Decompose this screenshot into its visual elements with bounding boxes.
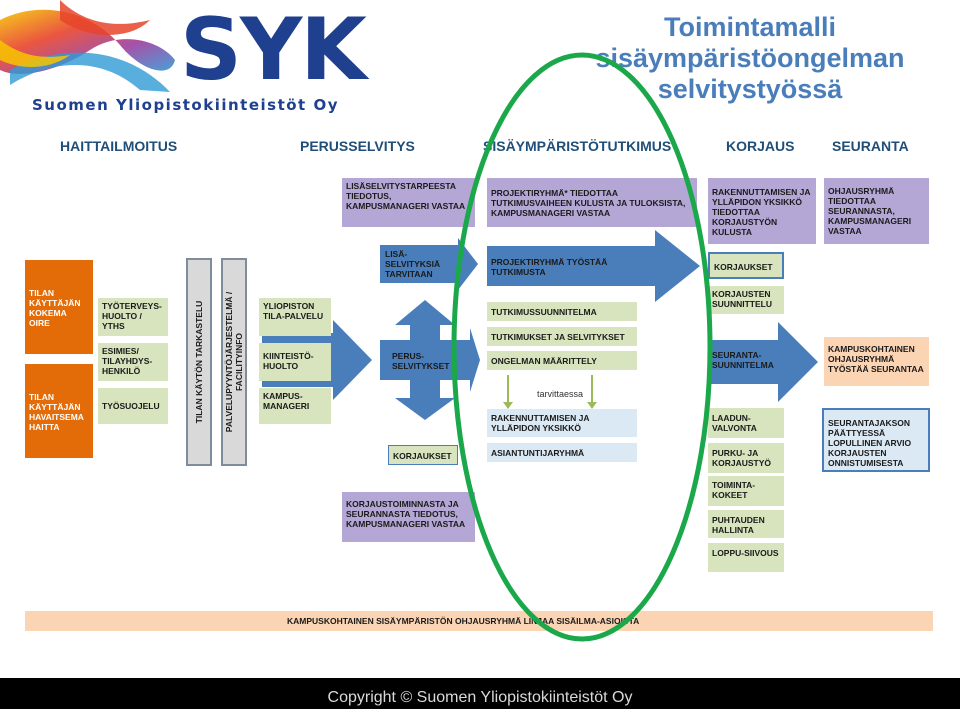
logo-subtitle: Suomen Yliopistokiinteistöt Oy	[32, 96, 339, 114]
arrow-lisaselvityksia	[380, 238, 478, 290]
box-loppusiivous: LOPPU-SIIVOUS	[708, 543, 784, 572]
box-koettu-oire: TILAN KÄYTTÄJÄN KOKEMA OIRE	[25, 260, 93, 354]
box-laadunvalvonta: LAADUN-VALVONTA	[708, 408, 784, 438]
box-seurantajakson-paattyessa: SEURANTAJAKSON PÄÄTTYESSÄ LOPULLINEN ARV…	[822, 408, 930, 472]
box-korjaukset-perus: KORJAUKSET	[388, 445, 458, 465]
bar-tilan-kayton-tarkastelu: TILAN KÄYTÖN TARKASTELU	[186, 258, 212, 466]
logo-text: SYK	[180, 0, 367, 100]
box-havaittu-haitta: TILAN KÄYTTÄJÄN HAVAITSEMA HAITTA	[25, 364, 93, 458]
box-toimintakokeet: TOIMINTA-KOKEET	[708, 476, 784, 506]
box-kampusmanageri: KAMPUS-MANAGERI	[259, 388, 331, 424]
box-korjaustoiminnasta-tiedotus: KORJAUSTOIMINNASTA JA SEURANNASTA TIEDOT…	[342, 492, 475, 542]
phase-perusselvitys: PERUSSELVITYS	[300, 138, 415, 154]
box-projektiryhma-tiedottaa: PROJEKTIRYHMÄ* TIEDOTTAA TUTKIMUSVAIHEEN…	[487, 178, 697, 227]
box-korjaukset: KORJAUKSET	[708, 252, 784, 279]
box-purku-ja-korjaustyo: PURKU- JA KORJAUSTYÖ	[708, 443, 784, 473]
footer-bar	[0, 678, 960, 709]
bar-kampuskohtainen-ohjausryhma: KAMPUSKOHTAINEN SISÄYMPÄRISTÖN OHJAUSRYH…	[25, 611, 933, 631]
arrow-seurantasuunnitelma	[708, 322, 818, 402]
footer-copyright: Copyright © Suomen Yliopistokiinteistöt …	[327, 689, 633, 706]
title-line-1: Toimintamalli	[663, 12, 837, 42]
box-asiantuntijaryhma: ASIANTUNTIJARYHMÄ	[487, 443, 637, 462]
box-kampuskohtainen-ohjausryhma: KAMPUSKOHTAINEN OHJAUSRYHMÄ TYÖSTÄÄ SEUR…	[824, 337, 929, 386]
logo	[0, 0, 345, 120]
title-line-2: sisäympäristöongelman	[595, 43, 905, 73]
title-line-3: selvitystyössä	[657, 74, 843, 104]
box-ongelman-maarittely: ONGELMAN MÄÄRITTELY	[487, 351, 637, 370]
down-arrow-right-head	[587, 402, 597, 409]
box-puhtauden-hallinta: PUHTAUDEN HALLINTA	[708, 510, 784, 538]
box-yliopiston-tilapalvelu: YLIOPISTON TILA-PALVELU	[259, 298, 331, 336]
box-rakennuttamisen-tiedottaa: RAKENNUTTAMISEN JA YLLÄPIDON YKSIKKÖ TIE…	[708, 178, 816, 244]
label-tarvittaessa: tarvittaessa	[537, 389, 584, 399]
box-korjausten-suunnittelu: KORJAUSTEN SUUNNITTELU	[708, 286, 784, 314]
arrow-projektiryhma	[487, 230, 700, 302]
box-kiinteistohuolto: KIINTEISTÖ-HUOLTO	[259, 343, 331, 381]
box-lisaselvitystarpeesta-tiedotus: LISÄSELVITYSTARPEESTA TIEDOTUS, KAMPUSMA…	[342, 178, 475, 227]
down-arrow-left-head	[503, 402, 513, 409]
bar-palvelupyyntojarjestelma: PALVELUPYYNTÖJÄRJESTELMÄ / FACILITYINFO	[221, 258, 247, 466]
box-tutkimukset-ja-selvitykset: TUTKIMUKSET JA SELVITYKSET	[487, 327, 637, 346]
page-title: Toimintamalli sisäympäristöongelman selv…	[560, 12, 940, 105]
cross-arrow-perusselvitykset	[380, 300, 480, 420]
logo-swirl-graphic	[0, 0, 345, 92]
label-seurantasuunnitelma: SEURANTA-SUUNNITELMA	[712, 350, 774, 370]
box-ohjausryhma-tiedottaa: OHJAUSRYHMÄ TIEDOTTAA SEURANNASTA, KAMPU…	[824, 178, 929, 244]
label-projektiryhma-tyostaa: PROJEKTIRYHMÄ TYÖSTÄÄ TUTKIMUSTA	[491, 257, 608, 277]
label-perusselvitykset: PERUS-SELVITYKSET	[392, 351, 450, 371]
phase-sisaymparistotutkimus: SISÄYMPÄRISTÖTUTKIMUS	[483, 138, 672, 154]
phase-korjaus: KORJAUS	[726, 138, 795, 154]
label-lisaselvityksia-tarvitaan: LISÄ-SELVITYKSIÄ TARVITAAN	[385, 249, 441, 279]
box-tyoterveyshuolto: TYÖTERVEYS-HUOLTO / YTHS	[98, 298, 168, 336]
green-ellipse-outline	[451, 52, 713, 642]
box-tutkimussuunnitelma: TUTKIMUSSUUNNITELMA	[487, 302, 637, 321]
box-rakennuttamisen-yksikko: RAKENNUTTAMISEN JA YLLÄPIDON YKSIKKÖ	[487, 409, 637, 437]
box-esimies: ESIMIES/ TILAYHDYS-HENKILÖ	[98, 343, 168, 381]
box-tyosuojelu: TYÖSUOJELU	[98, 388, 168, 424]
phase-haittailmoitus: HAITTAILMOITUS	[60, 138, 178, 154]
phase-seuranta: SEURANTA	[832, 138, 909, 154]
